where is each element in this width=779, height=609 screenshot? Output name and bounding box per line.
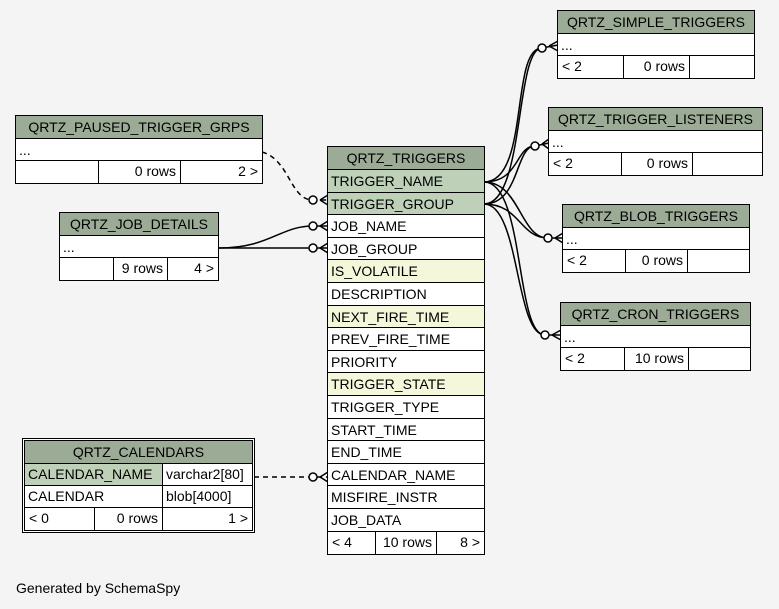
column-name: CALENDAR_NAME [25, 464, 163, 485]
parents-link[interactable]: < 2 [549, 153, 622, 175]
table-title[interactable]: QRTZ_JOB_DETAILS [60, 213, 218, 236]
parents-link[interactable]: < 2 [563, 250, 626, 272]
rel-triggers-to-cron-2 [483, 203, 546, 336]
table-title[interactable]: QRTZ_TRIGGER_LISTENERS [549, 108, 762, 131]
children-link[interactable]: 4 > [194, 260, 214, 276]
table-title[interactable]: QRTZ_CALENDARS [25, 441, 252, 464]
children-link[interactable] [688, 250, 749, 272]
table-title[interactable]: QRTZ_PAUSED_TRIGGER_GRPS [16, 116, 262, 139]
rel-paused-to-triggers [261, 151, 328, 201]
column-job-name[interactable]: JOB_NAME [328, 215, 484, 238]
row-count: 10 rows [376, 531, 437, 554]
column-priority[interactable]: PRIORITY [328, 350, 484, 374]
column-job-group[interactable]: JOB_GROUP [328, 237, 484, 261]
row-count: 0 rows [95, 508, 163, 530]
table-qrtz-triggers[interactable]: QRTZ_TRIGGERS TRIGGER_NAME TRIGGER_GROUP… [327, 146, 485, 555]
column-calendar-name[interactable]: CALENDAR_NAME [328, 463, 484, 487]
table-footer: 9 rows 4 > [60, 258, 218, 280]
columns-ellipsis: ... [558, 34, 754, 56]
table-title[interactable]: QRTZ_TRIGGERS [328, 147, 484, 170]
children-link[interactable]: 2 > [238, 163, 258, 179]
row-count: 0 rows [99, 161, 181, 183]
column-type: blob[4000] [166, 488, 232, 504]
table-footer: < 0 0 rows 1 > [25, 508, 252, 530]
column-prev-fire-time[interactable]: PREV_FIRE_TIME [328, 328, 484, 351]
column-calendar[interactable]: CALENDAR blob[4000] [25, 486, 252, 508]
column-end-time[interactable]: END_TIME [328, 441, 484, 464]
rel-triggers-to-listeners [483, 142, 550, 183]
parents-link[interactable] [16, 161, 99, 183]
table-title[interactable]: QRTZ_CRON_TRIGGERS [561, 303, 750, 326]
column-job-data[interactable]: JOB_DATA [328, 508, 484, 532]
parents-link[interactable]: < 4 [328, 531, 376, 554]
columns-ellipsis: ... [60, 236, 218, 258]
column-misfire-instr[interactable]: MISFIRE_INSTR [328, 486, 484, 509]
parents-link[interactable]: < 2 [558, 56, 624, 78]
columns-ellipsis: ... [16, 139, 262, 161]
parents-link[interactable] [60, 258, 114, 280]
parents-link[interactable]: < 2 [561, 348, 625, 370]
columns-ellipsis: ... [549, 131, 762, 153]
table-qrtz-blob-triggers[interactable]: QRTZ_BLOB_TRIGGERS ... < 2 0 rows [562, 204, 750, 273]
rel-triggers-to-blob-2 [483, 203, 549, 239]
table-footer: < 2 10 rows [561, 348, 750, 370]
children-link[interactable] [693, 153, 762, 175]
table-footer: < 2 0 rows [563, 250, 749, 272]
children-link[interactable]: 1 > [228, 510, 248, 526]
table-qrtz-paused-trigger-grps[interactable]: QRTZ_PAUSED_TRIGGER_GRPS ... 0 rows 2 > [15, 115, 263, 184]
row-count: 0 rows [624, 56, 690, 78]
columns-ellipsis: ... [561, 326, 750, 348]
row-count: 0 rows [626, 250, 688, 272]
table-footer: < 4 10 rows 8 > [328, 531, 484, 554]
column-type: varchar2[80] [166, 466, 244, 482]
children-link[interactable] [689, 348, 750, 370]
column-start-time[interactable]: START_TIME [328, 418, 484, 442]
table-footer: < 2 0 rows [549, 153, 762, 175]
column-name: CALENDAR [25, 486, 163, 507]
column-calendar-name[interactable]: CALENDAR_NAME varchar2[80] [25, 464, 252, 486]
rel-triggers-to-simple-2 [483, 47, 543, 205]
column-next-fire-time[interactable]: NEXT_FIRE_TIME [328, 305, 484, 329]
generated-by-text: Generated by SchemaSpy [16, 580, 181, 596]
table-footer: < 2 0 rows [558, 56, 754, 78]
table-title[interactable]: QRTZ_SIMPLE_TRIGGERS [558, 11, 754, 34]
parents-link[interactable]: < 0 [25, 508, 95, 530]
column-description[interactable]: DESCRIPTION [328, 282, 484, 306]
children-link[interactable]: 8 > [460, 533, 480, 550]
columns-ellipsis: ... [563, 228, 749, 250]
row-count: 10 rows [625, 348, 689, 370]
table-title[interactable]: QRTZ_BLOB_TRIGGERS [563, 205, 749, 228]
row-count: 0 rows [622, 153, 693, 175]
column-trigger-state[interactable]: TRIGGER_STATE [328, 373, 484, 396]
table-qrtz-job-details[interactable]: QRTZ_JOB_DETAILS ... 9 rows 4 > [59, 212, 219, 281]
column-trigger-type[interactable]: TRIGGER_TYPE [328, 395, 484, 419]
table-qrtz-cron-triggers[interactable]: QRTZ_CRON_TRIGGERS ... < 2 10 rows [560, 302, 751, 371]
table-footer: 0 rows 2 > [16, 161, 262, 183]
column-trigger-group[interactable]: TRIGGER_GROUP [328, 192, 484, 216]
row-count: 9 rows [114, 258, 168, 280]
rel-triggers-to-simple [483, 44, 559, 183]
rel-triggers-to-listeners-2 [483, 145, 536, 205]
children-link[interactable] [690, 56, 754, 78]
table-qrtz-trigger-listeners[interactable]: QRTZ_TRIGGER_LISTENERS ... < 2 0 rows [548, 107, 763, 176]
column-trigger-name[interactable]: TRIGGER_NAME [328, 170, 484, 193]
table-qrtz-simple-triggers[interactable]: QRTZ_SIMPLE_TRIGGERS ... < 2 0 rows [557, 10, 755, 79]
column-is-volatile[interactable]: IS_VOLATILE [328, 260, 484, 283]
table-qrtz-calendars[interactable]: QRTZ_CALENDARS CALENDAR_NAME varchar2[80… [22, 438, 255, 533]
